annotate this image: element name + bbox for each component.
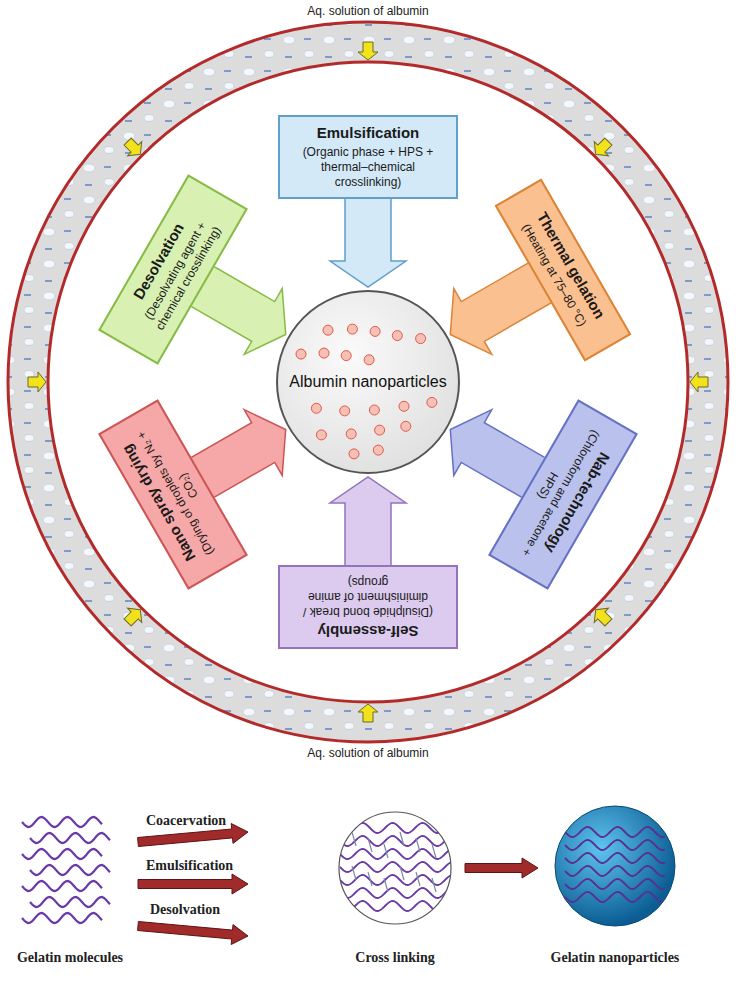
method-box: Self-assembly (Disulphide bond break / di…	[278, 565, 458, 649]
nanoparticle	[323, 325, 333, 335]
crosslink	[432, 878, 436, 892]
inflow-arrow	[358, 704, 378, 722]
nanoparticle	[416, 334, 426, 344]
nanoparticle	[392, 331, 402, 341]
crosslinked-network	[339, 812, 452, 924]
gelatin-chain	[30, 865, 110, 875]
nanoparticle	[364, 355, 374, 365]
method-box: Emulsification (Organic phase + HPS + the…	[278, 115, 458, 199]
method-detail: (Disulphide bond break / diminishment of…	[288, 574, 448, 619]
gelatin-chain	[340, 901, 452, 911]
sphere	[555, 806, 675, 926]
crosslink	[384, 844, 388, 858]
yellow-arrow	[121, 135, 148, 162]
nanoparticle	[427, 397, 437, 407]
crosslink	[384, 878, 388, 892]
gelatin-chain	[30, 833, 110, 843]
gelatin-chain	[340, 836, 452, 846]
yellow-arrow	[690, 372, 708, 392]
crosslink	[432, 844, 436, 858]
gelatin-chain	[565, 827, 665, 837]
product-circle: Albumin nanoparticles	[276, 290, 460, 474]
nanoparticle	[296, 349, 306, 359]
method-label: Coacervation	[146, 813, 226, 829]
nanoparticle	[369, 405, 379, 415]
method-label: Emulsification	[146, 858, 233, 874]
nanoparticle	[316, 430, 326, 440]
crosslink	[352, 866, 356, 880]
crosslink	[400, 866, 404, 880]
yellow-arrow	[589, 603, 616, 630]
stage-label: Gelatin molecules	[17, 950, 123, 966]
gelatin-chain	[565, 853, 665, 863]
inner-boundary	[48, 62, 688, 702]
gelatin-chain	[22, 817, 102, 827]
stage-label: Cross linking	[355, 950, 435, 966]
nanoparticle	[319, 348, 329, 358]
crosslink	[416, 872, 420, 886]
nanoparticle	[349, 449, 359, 459]
gelatin-chain	[565, 879, 665, 889]
process-arrow	[465, 858, 538, 878]
gelatin-chain	[340, 862, 452, 872]
gelatin-molecules	[22, 817, 110, 923]
inflow-arrow	[28, 372, 46, 392]
network-outline	[339, 812, 451, 924]
solution-label: Aq. solution of albumin	[307, 746, 428, 760]
nanoparticle	[370, 326, 380, 336]
nanoparticle	[373, 445, 383, 455]
gelatin-chain	[565, 892, 665, 902]
solution-ring	[8, 22, 728, 742]
nanoparticle	[375, 425, 385, 435]
block-arrow	[330, 477, 406, 566]
gelatin-chain	[22, 881, 102, 891]
stage-label: Gelatin nanoparticles	[551, 950, 680, 966]
method-title: Self-assembly	[288, 622, 448, 640]
crosslink	[368, 872, 372, 886]
product-label: Albumin nanoparticles	[289, 373, 446, 391]
nanoparticle	[346, 429, 356, 439]
method-title: Emulsification	[288, 124, 448, 142]
gelatin-chain	[565, 840, 665, 850]
crosslink	[352, 832, 356, 846]
process-arrow	[138, 874, 248, 894]
nanoparticle	[340, 406, 350, 416]
nanoparticle	[347, 324, 357, 334]
gelatin-chain	[340, 823, 452, 833]
nanoparticle	[341, 351, 351, 361]
gelatin-nanoparticle	[555, 806, 675, 926]
network-inner	[340, 823, 452, 911]
yellow-arrow	[28, 372, 46, 392]
inflow-arrow	[589, 135, 616, 162]
crosslink	[400, 832, 404, 846]
inflow-arrow	[690, 372, 708, 392]
crosslink	[368, 838, 372, 852]
crosslink	[416, 838, 420, 852]
gelatin-chain	[22, 849, 102, 859]
method-detail: (Organic phase + HPS + thermal–chemical …	[288, 145, 448, 190]
nanoparticle	[399, 401, 409, 411]
nanoparticle	[311, 403, 321, 413]
inflow-arrow	[589, 603, 616, 630]
inflow-arrow	[358, 42, 378, 60]
yellow-arrow	[121, 603, 148, 630]
nanoparticle	[401, 421, 411, 431]
solution-label: Aq. solution of albumin	[307, 4, 428, 18]
gelatin-chain	[30, 897, 110, 907]
sphere-inner	[565, 827, 665, 902]
inflow-arrow	[121, 603, 148, 630]
yellow-arrow	[589, 135, 616, 162]
gelatin-chain	[340, 875, 452, 885]
block-arrow	[330, 198, 406, 287]
yellow-arrow	[358, 42, 378, 60]
inflow-arrow	[121, 135, 148, 162]
yellow-arrow	[358, 704, 378, 722]
method-label: Desolvation	[150, 902, 220, 918]
gelatin-chain	[22, 913, 102, 923]
process-arrow	[138, 922, 248, 945]
gelatin-chain	[565, 866, 665, 876]
